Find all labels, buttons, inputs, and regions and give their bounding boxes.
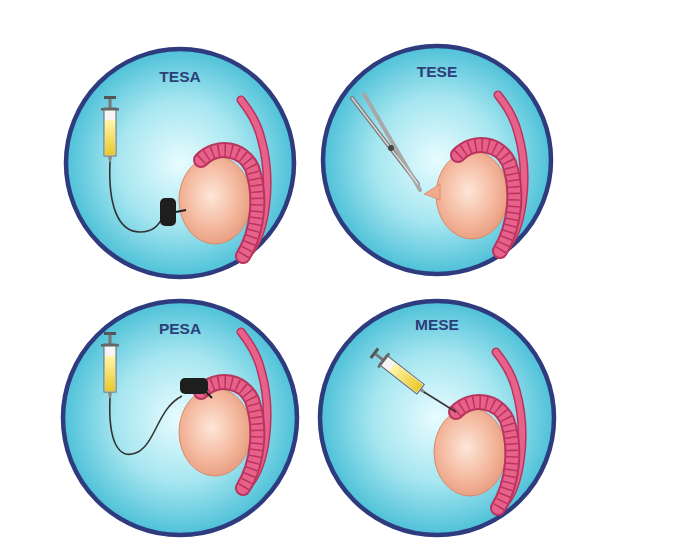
syringe [101, 96, 119, 162]
needle [206, 392, 212, 398]
circle-node: PESA [60, 298, 300, 538]
circle-node: MESE [317, 298, 557, 538]
tubing [110, 396, 182, 454]
procedure-title: TESE [320, 63, 554, 81]
procedure-title: TESA [63, 68, 297, 86]
circle-node: TESE [320, 43, 554, 277]
circle-outline [317, 298, 557, 538]
needle-holder [160, 198, 176, 226]
tubing [110, 162, 165, 232]
scissors [352, 94, 420, 190]
testis-anatomy [179, 332, 267, 490]
needle-holder [180, 378, 208, 394]
procedure-title: MESE [317, 316, 557, 334]
testis-anatomy [434, 352, 522, 510]
circle-node: TESA [63, 46, 297, 280]
tissue-sample [424, 184, 440, 200]
syringe [368, 345, 431, 400]
needle [176, 210, 186, 212]
testis-anatomy [179, 100, 267, 258]
testis-anatomy [436, 95, 524, 253]
procedure-title: PESA [60, 320, 300, 338]
needle [424, 392, 456, 412]
syringe [101, 332, 119, 398]
